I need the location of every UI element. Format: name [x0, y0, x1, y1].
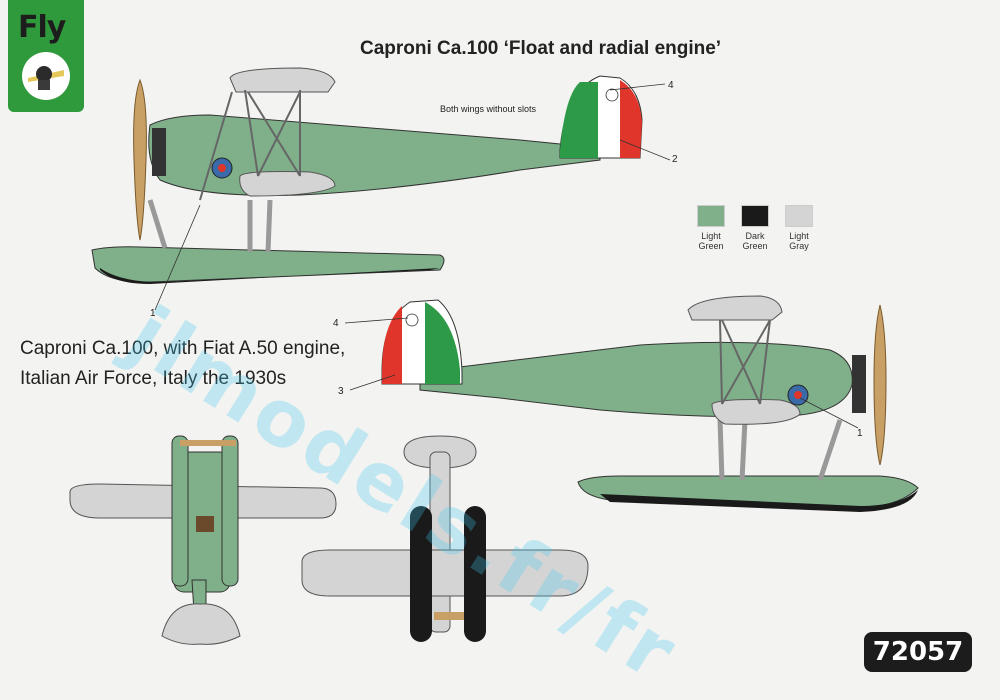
color-legend: Light Green Dark Green Light Gray — [697, 205, 813, 251]
light-gray-swatch — [785, 205, 813, 227]
left-fuselage — [148, 114, 601, 196]
callout-mid-3: 3 — [338, 386, 344, 397]
callout-top-2: 2 — [672, 154, 678, 165]
aircraft-description: Caproni Ca.100, with Fiat A.50 engine, I… — [20, 334, 345, 394]
callout-mid-4: 4 — [333, 318, 339, 329]
light-green-swatch — [697, 205, 725, 227]
legend-item-dark-green: Dark Green — [741, 205, 769, 251]
plan-tailplane — [161, 603, 241, 645]
left-propeller — [133, 78, 147, 241]
dark-green-swatch — [741, 205, 769, 227]
description-line-2: Italian Air Force, Italy the 1930s — [20, 368, 287, 389]
legend-item-light-green: Light Green — [697, 205, 725, 251]
page-title: Caproni Ca.100 ‘Float and radial engine’ — [360, 38, 722, 59]
wing-note: Both wings without slots — [440, 104, 537, 114]
logo-badge-icon — [22, 52, 70, 100]
callout-top-1: 1 — [150, 308, 156, 319]
side-view-left — [91, 67, 671, 311]
logo-text: Fly — [18, 10, 66, 45]
plan-view-bottom — [301, 435, 589, 642]
side-view-right — [344, 295, 919, 512]
plan-bottom-float-right — [464, 506, 486, 642]
legend-item-light-gray: Light Gray — [785, 205, 813, 251]
right-propeller — [873, 304, 887, 466]
left-upper-wing — [229, 67, 336, 93]
plan-bottom-float-left — [410, 506, 432, 642]
callout-top-4: 4 — [668, 80, 674, 91]
plan-view-top — [69, 435, 337, 645]
plan-bottom-wing — [301, 549, 589, 597]
kit-number-badge: 72057 — [864, 632, 972, 672]
left-float — [91, 246, 445, 283]
right-upper-wing — [687, 295, 783, 321]
callout-mid-1: 1 — [857, 428, 863, 439]
fly-logo: Fly — [8, 0, 84, 112]
right-fuselage — [419, 341, 853, 418]
description-line-1: Caproni Ca.100, with Fiat A.50 engine, — [20, 338, 346, 359]
